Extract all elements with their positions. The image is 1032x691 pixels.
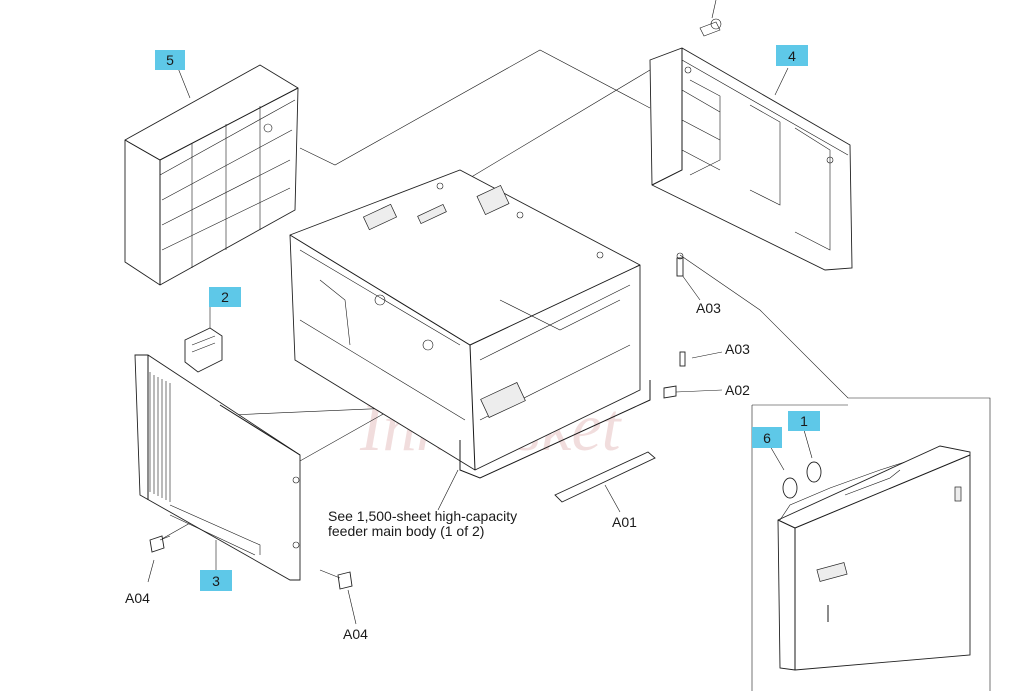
label-a03-upper: A03	[696, 300, 721, 316]
part-5-rear-cover	[124, 64, 299, 286]
part-a04-screw-right	[319, 569, 353, 590]
callout-4-text: 4	[788, 48, 796, 64]
label-a03-lower: A03	[725, 341, 750, 357]
main-body-chassis	[289, 169, 651, 479]
part-2-bracket	[184, 327, 223, 373]
part-a02-bracket	[663, 385, 677, 399]
label-a04-right: A04	[343, 626, 368, 642]
callout-2-text: 2	[221, 289, 229, 305]
note-line-1: See 1,500-sheet high-capacity	[328, 508, 517, 524]
callout-4: 4	[776, 45, 808, 66]
note-line-2: feeder main body (1 of 2)	[328, 523, 484, 539]
part-a03-pin-upper	[676, 252, 684, 277]
part-a04-screw-left	[149, 535, 171, 553]
part-3-front-panel	[134, 354, 301, 581]
callout-5-text: 5	[166, 52, 174, 68]
label-a01: A01	[612, 514, 637, 530]
callout-1: 1	[788, 411, 820, 431]
inset-drawer-assembly	[777, 445, 971, 671]
callout-3: 3	[200, 570, 232, 591]
callout-6-text: 6	[763, 430, 771, 446]
callout-1-text: 1	[800, 413, 808, 429]
callout-5: 5	[155, 50, 185, 70]
label-a04-left: A04	[125, 590, 150, 606]
callout-6: 6	[752, 427, 782, 448]
part-4-side-cover	[649, 18, 853, 271]
callout-3-text: 3	[212, 573, 220, 589]
label-a02: A02	[725, 382, 750, 398]
part-a01-rail	[554, 451, 656, 503]
callout-2: 2	[209, 287, 241, 307]
part-a03-pin-lower	[679, 351, 686, 367]
